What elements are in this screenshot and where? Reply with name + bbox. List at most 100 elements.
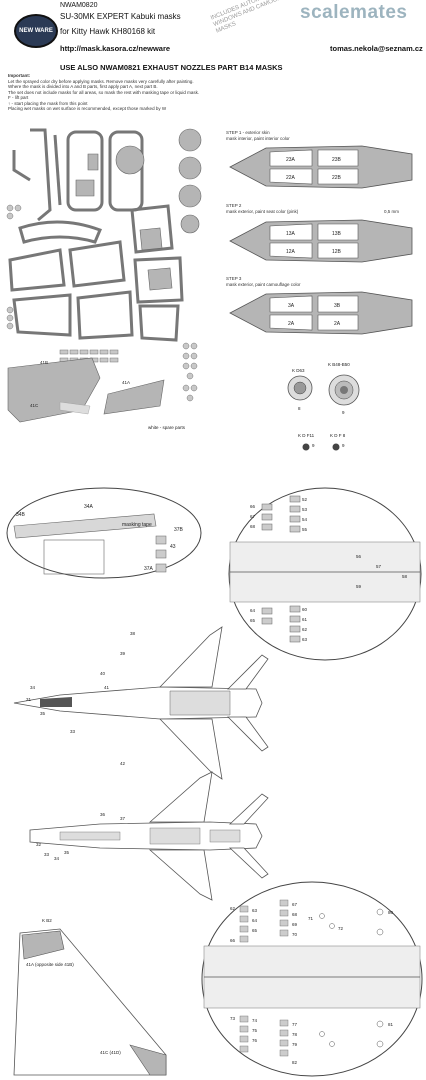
wing-lower bbox=[159, 718, 223, 780]
important-heading: Important: bbox=[8, 73, 31, 78]
detail-label: 74 bbox=[252, 1018, 258, 1023]
canopy-label: 22B bbox=[332, 175, 342, 181]
detail-label: masking tape bbox=[122, 522, 152, 528]
mask-piece bbox=[87, 153, 99, 171]
canopy-label: 23B bbox=[332, 157, 342, 163]
detail-fuselage-ellipse: 52 53 54 55 56 57 58 59 60 61 62 63 64 6… bbox=[228, 487, 422, 661]
small-wheel-right-label: K D F 8 bbox=[330, 433, 346, 438]
wing-lower bbox=[148, 849, 213, 901]
aircraft-bottom-view: 32 33 34 35 36 37 bbox=[29, 771, 269, 901]
contact-email: tomas.nekola@seznam.cz bbox=[330, 44, 423, 53]
detail-label: 65 bbox=[250, 618, 256, 623]
small-wheel bbox=[332, 443, 340, 451]
mask-frame bbox=[8, 248, 66, 292]
canopy-label: 13A bbox=[286, 231, 296, 237]
detail-label: 43 bbox=[170, 544, 176, 550]
detail-label: 56 bbox=[356, 554, 362, 559]
detail-label: 59 bbox=[356, 584, 362, 589]
detail-label: 66 bbox=[250, 504, 256, 509]
detail-label: 68 bbox=[250, 524, 256, 529]
wing-upper bbox=[159, 626, 223, 688]
mask-frame bbox=[130, 204, 174, 254]
mask-frame bbox=[68, 240, 126, 288]
important-line: Where the mask is divided into A and B p… bbox=[8, 84, 158, 89]
wing-upper bbox=[148, 771, 213, 823]
detail-label: 71 bbox=[308, 916, 314, 921]
aircraft-label: 32 bbox=[36, 842, 42, 847]
fuselage bbox=[29, 821, 263, 851]
canopy-label: 2A bbox=[334, 321, 341, 327]
mask-frame bbox=[138, 304, 180, 342]
aircraft-label: 35 bbox=[40, 711, 46, 716]
canopy-step3: 3A 3B 2A 2A bbox=[229, 291, 413, 335]
wheel-mask bbox=[178, 156, 202, 180]
important-line: ↑ - start placing the mask from this poi… bbox=[8, 100, 88, 106]
fin-bottom-label: 41C (41D) bbox=[100, 1050, 121, 1055]
website-url: http://mask.kasora.cz/newware bbox=[60, 44, 171, 53]
header: NEW WARE NWAM0820 SU-30MK EXPERT Kabuki … bbox=[0, 0, 426, 62]
detail-label: 79 bbox=[292, 1042, 298, 1047]
tail-fin bbox=[13, 928, 167, 1076]
logo-text: NEW WARE bbox=[19, 28, 53, 34]
detail-label: 55 bbox=[302, 527, 308, 532]
mask-strip bbox=[18, 220, 102, 244]
important-notes: Important: Let the sprayed color dry bef… bbox=[8, 73, 238, 112]
canopy-label: 3B bbox=[334, 303, 341, 309]
banner: USE ALSO NWAM0821 EXHAUST NOZZLES PART B… bbox=[60, 63, 283, 72]
detail-label: 82 bbox=[292, 1060, 298, 1065]
detail-label: 58 bbox=[402, 574, 408, 579]
part-41b-label: 41B bbox=[40, 360, 49, 365]
important-line: F - lift part bbox=[8, 95, 29, 100]
wheel-mask bbox=[178, 128, 202, 152]
canopy-label: 23A bbox=[286, 157, 296, 163]
canopy-label: 22A bbox=[286, 175, 296, 181]
aircraft-top-view: 38 39 40 41 42 34 35 31 33 bbox=[13, 626, 269, 780]
detail-label: 73 bbox=[230, 1016, 236, 1021]
canopy-step2: 13A 13B 12A 12B bbox=[229, 219, 413, 263]
step2-dimension: 0,5 mm bbox=[384, 209, 400, 214]
small-wheel-masks bbox=[302, 443, 340, 451]
step2-title: STEP 2 bbox=[226, 203, 242, 208]
canopy-top bbox=[40, 697, 72, 707]
aircraft-label: 31 bbox=[26, 697, 32, 702]
canopy-label: 13B bbox=[332, 231, 342, 237]
step3-title: STEP 3 bbox=[226, 276, 242, 281]
wheel-mask bbox=[180, 214, 200, 234]
detail-label: 78 bbox=[292, 1032, 298, 1037]
wheel-right-number: 9 bbox=[342, 410, 345, 415]
scalemates-watermark: scalemates bbox=[300, 2, 408, 23]
wheel-left-label: K D63 bbox=[292, 368, 305, 373]
detail-label: 34A bbox=[84, 504, 94, 510]
mask-frame bbox=[66, 130, 104, 212]
mask-strip bbox=[53, 134, 62, 206]
detail-label: 72 bbox=[338, 926, 344, 931]
detail-label: 52 bbox=[302, 497, 308, 502]
detail-label: 81 bbox=[388, 1022, 394, 1027]
detail-label: 66 bbox=[230, 938, 236, 943]
aircraft-label: 36 bbox=[100, 812, 106, 817]
important-line: Let the sprayed color dry before applyin… bbox=[8, 78, 194, 84]
aircraft-label: 33 bbox=[44, 852, 50, 857]
detail-label: 75 bbox=[252, 1028, 258, 1033]
part-41c-label: 41C bbox=[30, 403, 39, 408]
fin-mask-small bbox=[103, 379, 165, 415]
detail-label: 68 bbox=[292, 912, 298, 917]
step1-subtitle: mask interior, paint interior color bbox=[226, 136, 290, 141]
fin-mid-label: 41A (opposite side 41B) bbox=[26, 962, 74, 967]
detail-label: 65 bbox=[252, 928, 258, 933]
detail-label: 37B bbox=[174, 527, 184, 533]
detail-label: 62 bbox=[302, 627, 308, 632]
stabilizer-lower bbox=[227, 716, 269, 752]
detail-label: 77 bbox=[292, 1022, 298, 1027]
wheel-mask bbox=[178, 184, 202, 208]
detail-label: 70 bbox=[292, 932, 298, 937]
mask-strip bbox=[30, 128, 52, 222]
detail-label: 67 bbox=[250, 514, 256, 519]
detail-label: 64 bbox=[252, 918, 258, 923]
fin-mask-spare bbox=[59, 401, 91, 415]
detail-label: 37A bbox=[144, 566, 154, 572]
small-wheel-right-number: 9 bbox=[342, 443, 345, 448]
wheel-right-label: K B48-B50 bbox=[328, 362, 350, 367]
small-wheel-left-number: 9 bbox=[312, 443, 315, 448]
aircraft-label: 40 bbox=[100, 671, 106, 676]
